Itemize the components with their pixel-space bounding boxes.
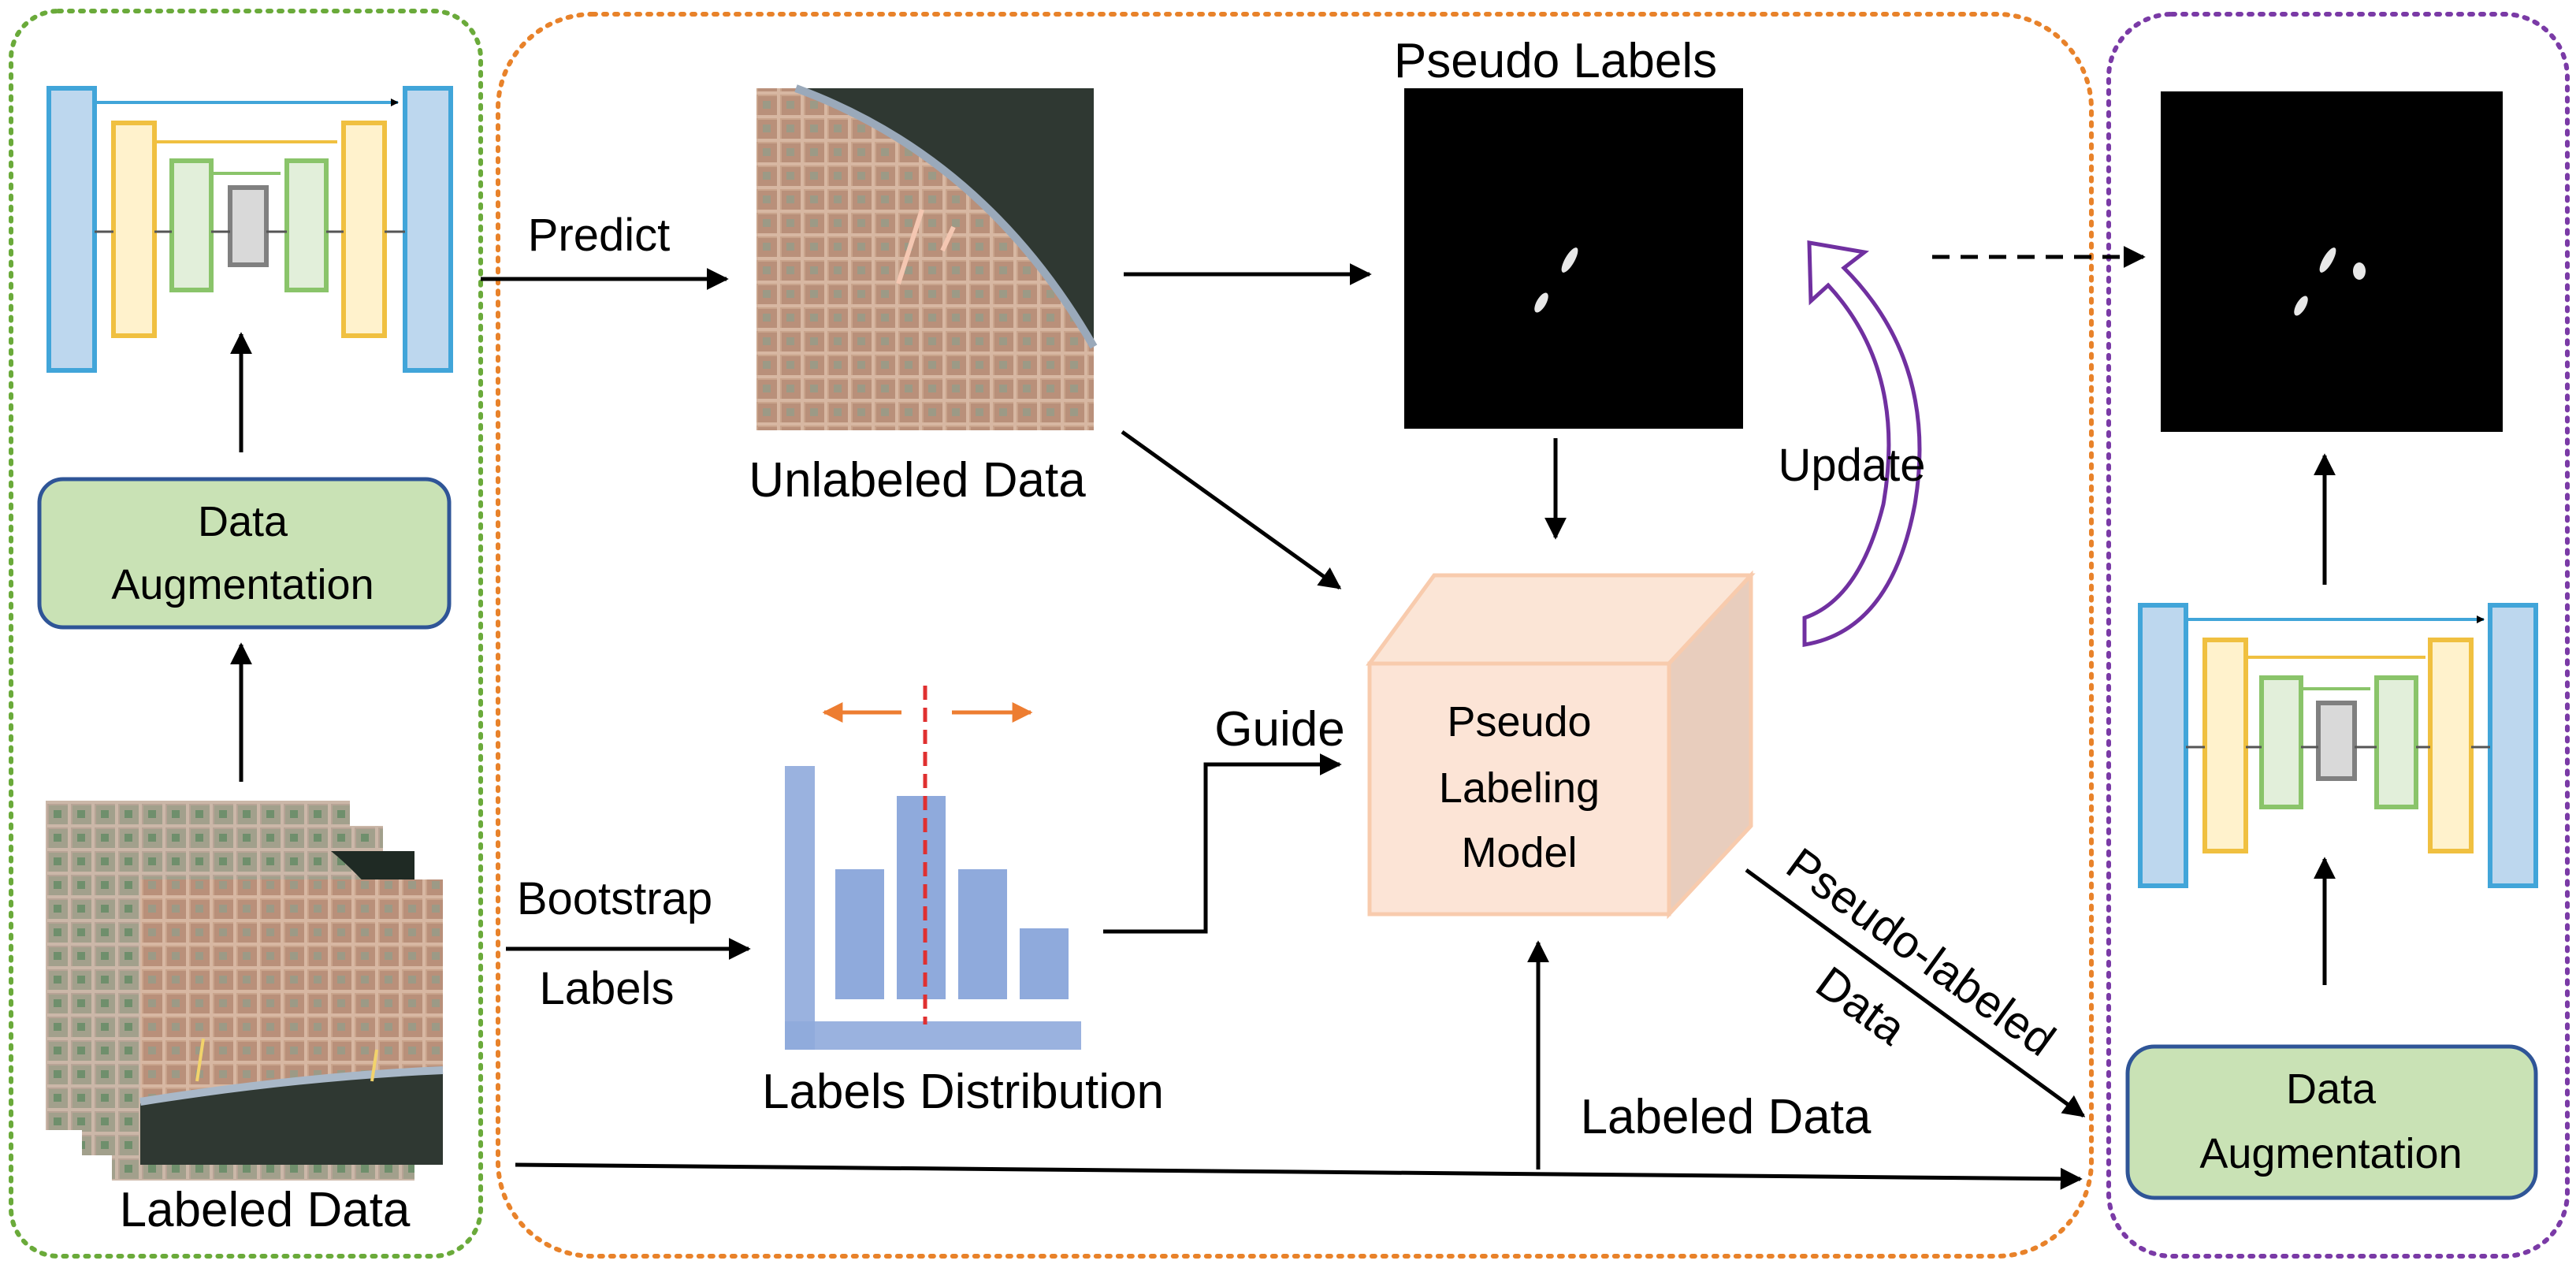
- bootstrap-label: Bootstrap: [517, 873, 712, 924]
- pseudo-labels-image: [1404, 88, 1743, 429]
- pseudo-labeled-data-label: Data: [1807, 957, 1916, 1055]
- arrow-pseudo-labeled: [1745, 868, 2086, 1118]
- pseudo-labeling-model-cube: [1366, 570, 1756, 920]
- unet-right-icon: [2138, 603, 2538, 888]
- guide-label: Guide: [1214, 702, 1344, 757]
- labels-distribution-chart: [785, 686, 1081, 1050]
- pseudo-labels-image-right: [2161, 91, 2503, 432]
- arrow-guide: [1103, 753, 1342, 934]
- bootstrap-labels-label: Labels: [540, 963, 675, 1014]
- unlabeled-data-image: [756, 84, 1098, 430]
- histogram-bar-3: [958, 869, 1007, 999]
- model-label-line3: Model: [1461, 829, 1577, 876]
- data-augmentation-left-box: [37, 477, 452, 630]
- data-augmentation-right-line2: Augmentation: [2199, 1130, 2462, 1177]
- pseudo-labels-title: Pseudo Labels: [1394, 34, 1717, 88]
- data-augmentation-left-line2: Augmentation: [111, 561, 374, 608]
- labeled-data-image-stack: [46, 801, 444, 1181]
- pseudo-labeled-label: Pseudo-labeled: [1777, 838, 2064, 1066]
- model-label-line2: Labeling: [1439, 764, 1600, 812]
- labels-distribution-label: Labels Distribution: [762, 1065, 1164, 1119]
- update-label: Update: [1778, 440, 1925, 491]
- labeled-data-bottom-label: Labeled Data: [1581, 1090, 1872, 1144]
- unlabeled-data-label: Unlabeled Data: [749, 453, 1086, 508]
- labeled-data-left-label: Labeled Data: [120, 1183, 411, 1237]
- data-augmentation-right-box: [2125, 1044, 2538, 1200]
- unet-left-icon: [46, 86, 453, 373]
- arrow-unlabeled-to-model: [1121, 429, 1342, 590]
- right-group-box: [2106, 12, 2570, 1259]
- data-augmentation-right-line1: Data: [2286, 1065, 2377, 1113]
- update-arrow: [1802, 240, 1922, 647]
- predict-label: Predict: [528, 210, 671, 261]
- data-augmentation-left-line1: Data: [198, 498, 288, 545]
- arrow-labeled-bottom: [515, 1162, 2083, 1190]
- histogram-bar-4: [1020, 928, 1069, 999]
- histogram-bar-1: [835, 869, 884, 999]
- histogram-bar-2: [897, 796, 946, 999]
- center-group-box: [496, 12, 2094, 1259]
- left-group-box: [9, 9, 483, 1259]
- model-label-line1: Pseudo: [1447, 698, 1591, 746]
